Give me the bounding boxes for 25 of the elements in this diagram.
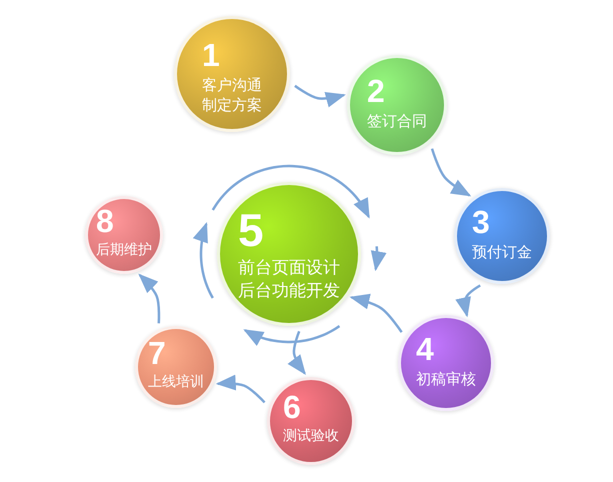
step-number: 4 — [416, 333, 434, 365]
arrow — [349, 294, 403, 333]
step-label: 测试验收 — [283, 427, 340, 446]
step-number: 6 — [283, 391, 301, 423]
step-number: 1 — [202, 39, 220, 71]
step-label: 预付订金 — [472, 242, 533, 262]
step-label: 签订合同 — [367, 111, 428, 132]
step-circle — [85, 196, 163, 274]
step-number: 8 — [96, 205, 114, 237]
step-label: 客户沟通制定方案 — [202, 75, 263, 116]
step-label: 初稿审核 — [416, 369, 477, 390]
step-number: 3 — [472, 206, 490, 238]
arrow — [216, 374, 266, 404]
step-label: 上线培训 — [148, 373, 205, 392]
arrow — [455, 284, 481, 318]
arrow — [294, 84, 346, 108]
arrow — [138, 274, 160, 324]
step-number: 7 — [148, 337, 166, 369]
arrow — [430, 148, 472, 196]
arrow — [288, 330, 306, 376]
step-circle — [135, 326, 217, 408]
step-label: 前台页面设计后台功能开发 — [238, 257, 341, 303]
step-number: 5 — [238, 207, 264, 253]
step-label: 后期维护 — [96, 241, 153, 260]
step-number: 2 — [367, 75, 385, 107]
